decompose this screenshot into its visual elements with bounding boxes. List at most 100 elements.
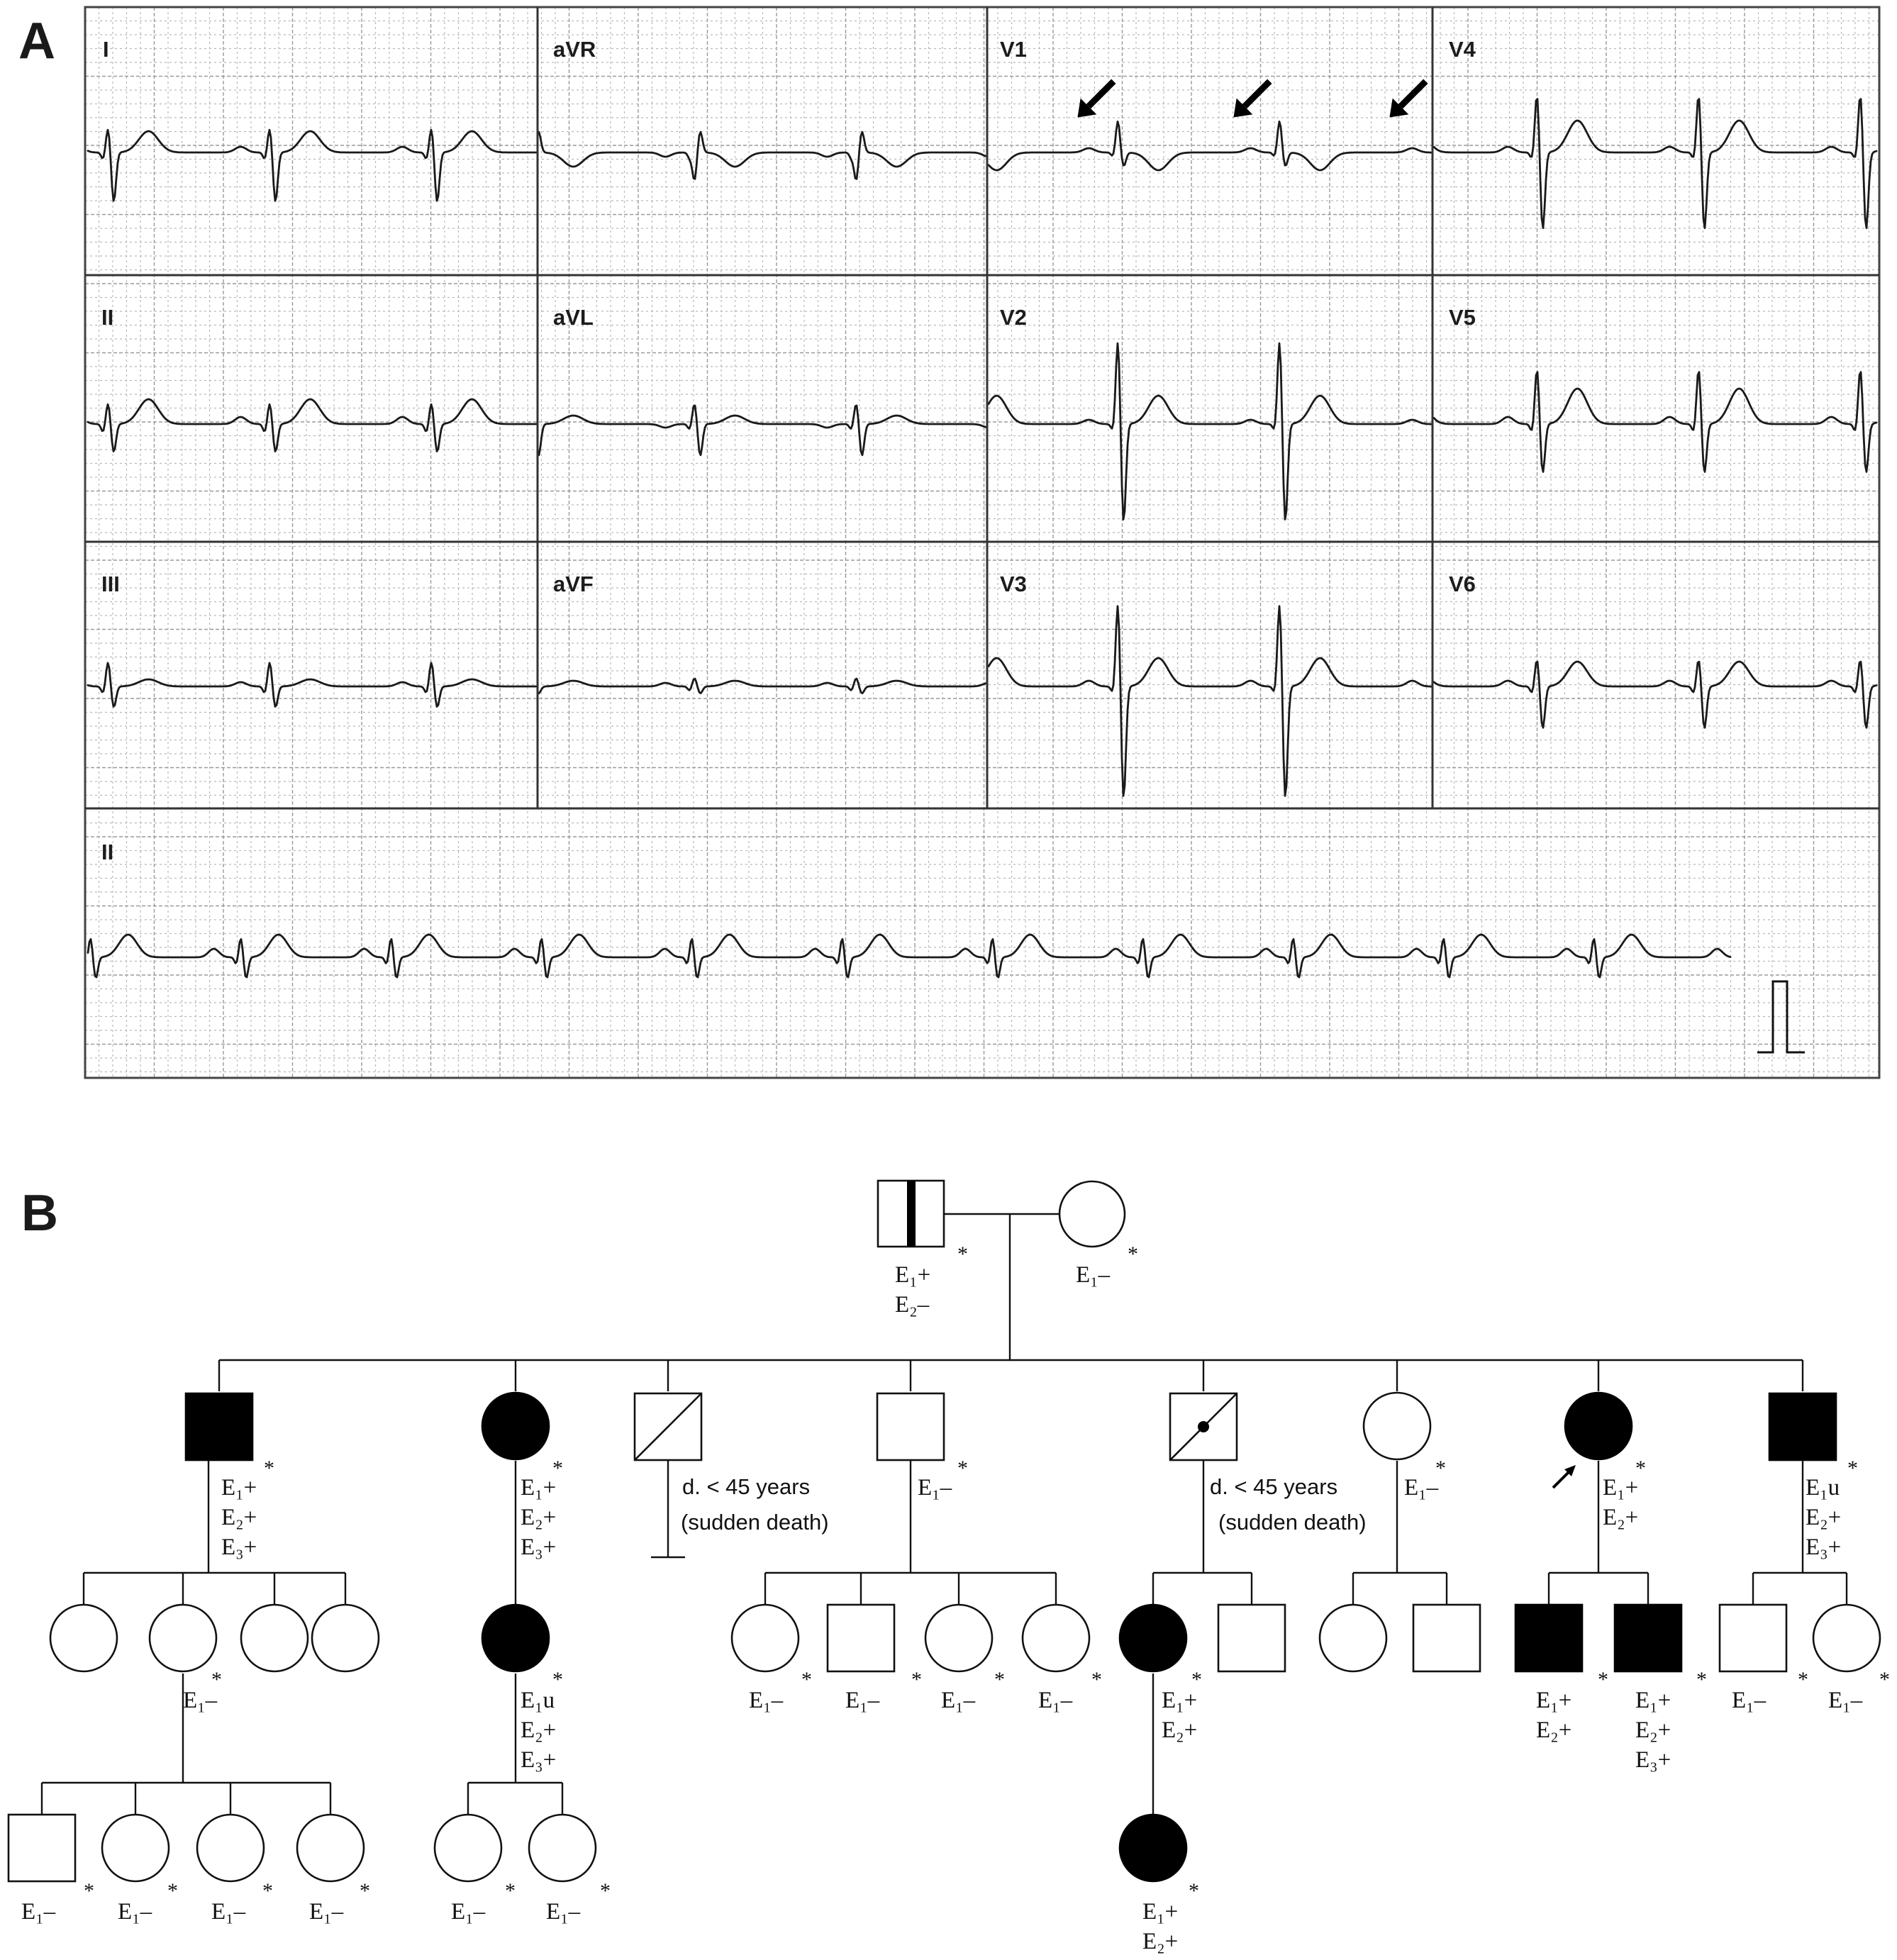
tested-marker: * [360,1879,370,1903]
genotype-label: E₁+ [521,1475,556,1500]
pedigree-affected-male [1613,1603,1683,1673]
genotype-label: E₁– [211,1899,246,1925]
genotype-label: E₁– [1828,1688,1863,1713]
death-note: d. < 45 years [1210,1474,1337,1499]
lead-label-v6: V6 [1449,572,1476,596]
genotype-label: E₁+ [1142,1899,1178,1925]
death-note: (sudden death) [1218,1510,1367,1535]
lead-label-v3: V3 [1000,572,1027,596]
pedigree-chart: * * E₁+ E₂– E₁– * * * * * * E [7,1179,1890,1954]
tested-marker: * [957,1242,968,1266]
tested-marker: * [600,1879,611,1903]
pedigree-proband-female [1564,1391,1633,1461]
genotype-label: E₁+ [221,1475,257,1500]
pedigree-founder-male [877,1179,945,1248]
genotype-label: E₁– [1732,1688,1767,1713]
genotype-label: E₃+ [521,1535,556,1560]
genotype-label: E₂+ [1142,1929,1178,1954]
pedigree-unaffected-female [240,1603,309,1673]
ecg-lead-trace [538,404,987,457]
genotype-label: E₂+ [1603,1505,1638,1530]
ecg-lead-trace [987,121,1433,172]
pedigree-affected-male [184,1392,254,1461]
genotype-label: E₁+ [895,1262,930,1288]
pedigree-affected-male [1514,1603,1584,1673]
lead-label-avf: aVF [553,572,594,596]
panel-b-label: B [21,1185,58,1242]
tested-marker: * [801,1668,812,1691]
genotype-label: E₁– [749,1688,784,1713]
tested-marker: * [264,1457,274,1480]
genotype-label: E₃+ [1806,1535,1841,1560]
genotype-label: E₂+ [521,1717,556,1743]
tested-marker: * [1879,1668,1890,1691]
pedigree-unaffected-female [528,1813,597,1883]
lead-label-rhythm-ii: II [101,840,113,864]
tested-marker: * [552,1457,563,1480]
tested-marker: * [994,1668,1005,1691]
ecg-lead-trace [538,677,987,694]
pedigree-founder-female [1058,1180,1126,1248]
ecg-traces [87,98,1878,979]
pedigree-unaffected-female [1362,1391,1432,1461]
tested-marker: * [211,1668,222,1691]
genotype-label: E₃+ [221,1535,257,1560]
pedigree-unaffected-female [433,1813,503,1883]
genotype-label: E₂+ [221,1505,257,1530]
lead-label-iii: III [101,572,120,596]
pedigree-unaffected-male [1217,1603,1286,1673]
v1-arrow-icon [1389,79,1428,118]
tested-marker: * [1598,1668,1608,1691]
genotype-label: E₂+ [521,1505,556,1530]
pedigree-lines [40,1213,1848,1814]
pedigree-unaffected-female [1318,1603,1388,1673]
pedigree-affected-female [1118,1813,1188,1883]
genotype-label: E₁– [546,1899,581,1925]
tested-marker: * [957,1457,968,1480]
pedigree-unaffected-male [1718,1603,1788,1673]
genotype-label: E₁– [918,1475,952,1500]
lead-label-v2: V2 [1000,305,1027,330]
pedigree-unaffected-female [311,1603,380,1673]
pedigree-unaffected-male [1412,1603,1481,1673]
genotype-label: E₃+ [1635,1747,1671,1773]
ecg-tracing: I aVR V1 V4 II aVL V2 V5 III aVF V3 V6 I… [84,6,1881,1079]
genotype-label: E₁– [451,1899,486,1925]
pedigree-unaffected-female [148,1603,218,1673]
proband-arrow-icon [1552,1465,1576,1489]
pedigree-unaffected-female [296,1813,365,1883]
ecg-lead-trace [538,130,987,180]
panel-a-label: A [18,13,55,69]
pedigree-unaffected-female [1812,1603,1881,1673]
genotype-label: E₂+ [1162,1717,1197,1743]
genotype-label: E₁– [1076,1262,1111,1288]
genotype-label: E₁– [1404,1475,1439,1500]
pedigree-unaffected-male [876,1392,945,1461]
tested-marker: * [167,1879,178,1903]
genotype-label: E₂– [895,1292,930,1318]
tested-marker: * [262,1879,273,1903]
lead-label-v5: V5 [1449,305,1476,330]
genotype-label: E₁u [1806,1475,1840,1500]
genotype-label: E₁– [183,1688,218,1713]
calibration-pulse-icon [1757,980,1805,1054]
genotype-label: E₃+ [521,1747,556,1773]
lead-label-ii: II [101,305,113,330]
ecg-lead-trace [987,342,1433,520]
tested-marker: * [1847,1457,1858,1480]
pedigree-deceased-carrier-male [1169,1392,1238,1461]
tested-marker: * [1091,1668,1102,1691]
lead-label-v4: V4 [1449,37,1476,62]
ecg-rhythm-trace [87,933,1732,979]
genotype-label: E₁– [21,1899,56,1925]
genotype-label: E₁+ [1635,1688,1671,1713]
pedigree-affected-female [481,1391,550,1461]
death-note: d. < 45 years [682,1474,810,1499]
genotype-label: E₂+ [1635,1717,1671,1743]
ecg-lead-trace [87,398,538,452]
pedigree-unaffected-female [1021,1603,1091,1673]
ecg-lead-trace [87,662,538,708]
lead-label-i: I [103,37,109,62]
v1-arrow-icon [1233,79,1272,118]
